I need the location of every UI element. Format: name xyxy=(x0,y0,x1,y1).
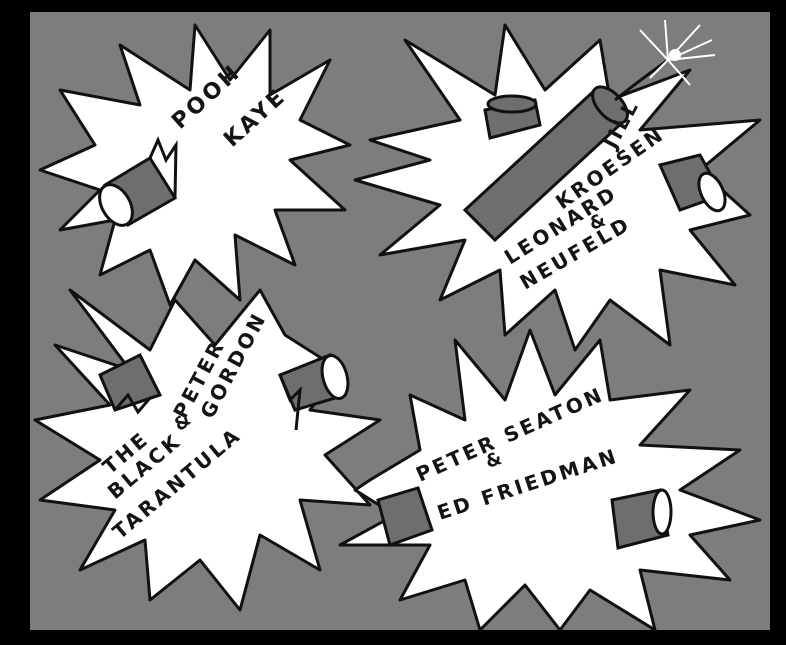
starburst-shape xyxy=(338,328,762,632)
starburst-shape xyxy=(353,23,762,352)
burst-seaton-friedman: PETER SEATON & ED FRIEDMAN xyxy=(338,328,762,632)
dynamite-stub xyxy=(376,486,673,550)
spark-icon xyxy=(639,19,716,86)
burst-pooh-kaye: POOH KAYE xyxy=(38,23,352,307)
burst-kroesen-neufeld: JILL KROESEN & LEONARD NEUFELD xyxy=(353,19,762,352)
dynamite-stub xyxy=(98,352,350,431)
starburst-shape xyxy=(38,23,352,307)
dynamite-stub xyxy=(483,94,727,213)
dynamite-stick xyxy=(462,58,669,243)
burst-black-tarantula-gordon: PETER GORDON & THE BLACK TARANTULA xyxy=(33,288,382,612)
dynamite-stub xyxy=(98,136,178,228)
